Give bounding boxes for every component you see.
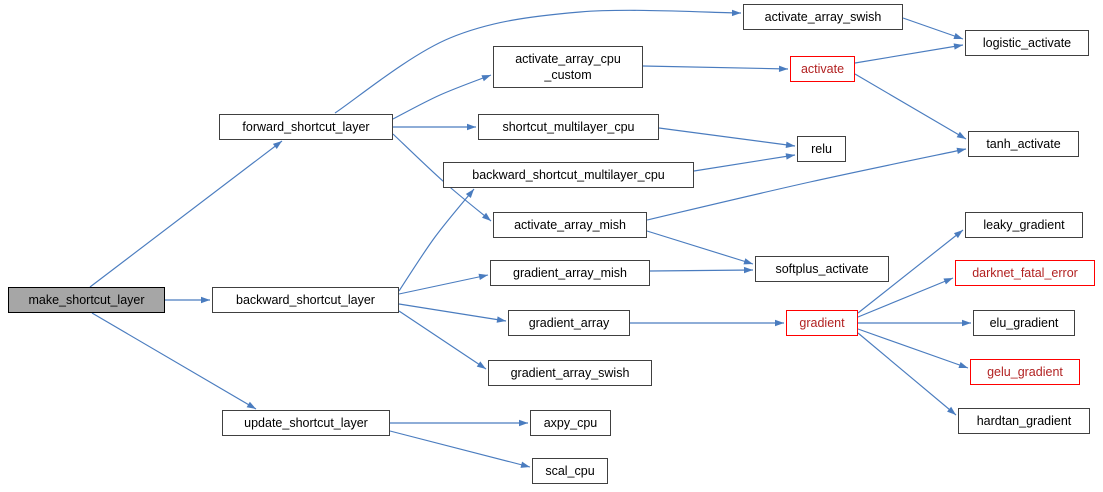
edge-activate_array_swish-logistic_activate <box>902 17 964 40</box>
edge-forward_shortcut_layer-activate_array_cpu_custom <box>392 74 492 120</box>
edge-update_shortcut_layer-scal_cpu <box>389 430 531 468</box>
edge-update_shortcut_layer-axpy_cpu <box>390 419 528 427</box>
node-make_shortcut_layer[interactable]: make_shortcut_layer <box>8 287 165 313</box>
edge-forward_shortcut_layer-shortcut_multilayer_cpu <box>393 123 476 131</box>
edge-activate-logistic_activate <box>854 43 964 64</box>
node-axpy_cpu[interactable]: axpy_cpu <box>530 410 611 436</box>
node-hardtan_gradient[interactable]: hardtan_gradient <box>958 408 1090 434</box>
edge-gradient_array_mish-softplus_activate <box>649 266 754 274</box>
edge-shortcut_multilayer_cpu-relu <box>658 127 796 148</box>
node-logistic_activate[interactable]: logistic_activate <box>965 30 1089 56</box>
edge-activate_array_mish-softplus_activate <box>646 230 754 265</box>
edge-make_shortcut_layer-backward_shortcut_layer <box>165 296 210 304</box>
node-gradient_array_swish[interactable]: gradient_array_swish <box>488 360 652 386</box>
node-gradient_array_mish[interactable]: gradient_array_mish <box>490 260 650 286</box>
node-activate[interactable]: activate <box>790 56 855 82</box>
edge-backward_shortcut_layer-backward_shortcut_multilayer_cpu <box>398 188 475 292</box>
edge-backward_shortcut_layer-gradient_array_mish <box>398 273 489 295</box>
node-activate_array_mish[interactable]: activate_array_mish <box>493 212 647 238</box>
node-gradient_array[interactable]: gradient_array <box>508 310 630 336</box>
edge-backward_shortcut_multilayer_cpu-relu <box>693 153 796 172</box>
node-darknet_fatal_error[interactable]: darknet_fatal_error <box>955 260 1095 286</box>
edge-backward_shortcut_layer-gradient_array <box>398 303 507 323</box>
node-forward_shortcut_layer[interactable]: forward_shortcut_layer <box>219 114 393 140</box>
edge-gradient_array-gradient <box>630 319 784 327</box>
edge-backward_shortcut_layer-gradient_array_swish <box>398 310 487 370</box>
node-softplus_activate[interactable]: softplus_activate <box>755 256 889 282</box>
edge-gradient-darknet_fatal_error <box>857 277 954 318</box>
edge-gradient-gelu_gradient <box>857 328 969 369</box>
node-elu_gradient[interactable]: elu_gradient <box>973 310 1075 336</box>
node-backward_shortcut_multilayer_cpu[interactable]: backward_shortcut_multilayer_cpu <box>443 162 694 188</box>
node-update_shortcut_layer[interactable]: update_shortcut_layer <box>222 410 390 436</box>
node-activate_array_swish[interactable]: activate_array_swish <box>743 4 903 30</box>
edge-make_shortcut_layer-forward_shortcut_layer <box>89 140 283 288</box>
edge-make_shortcut_layer-update_shortcut_layer <box>91 312 257 410</box>
node-scal_cpu[interactable]: scal_cpu <box>532 458 608 484</box>
edge-activate_array_cpu_custom-activate <box>642 65 789 73</box>
node-tanh_activate[interactable]: tanh_activate <box>968 131 1079 157</box>
node-relu[interactable]: relu <box>797 136 846 162</box>
edge-gradient-hardtan_gradient <box>857 332 957 416</box>
edge-gradient-elu_gradient <box>858 319 971 327</box>
node-gelu_gradient[interactable]: gelu_gradient <box>970 359 1080 385</box>
node-shortcut_multilayer_cpu[interactable]: shortcut_multilayer_cpu <box>478 114 659 140</box>
node-activate_array_cpu_custom[interactable]: activate_array_cpu _custom <box>493 46 643 88</box>
node-backward_shortcut_layer[interactable]: backward_shortcut_layer <box>212 287 399 313</box>
edge-activate-tanh_activate <box>854 73 967 140</box>
node-leaky_gradient[interactable]: leaky_gradient <box>965 212 1083 238</box>
node-gradient[interactable]: gradient <box>786 310 858 336</box>
